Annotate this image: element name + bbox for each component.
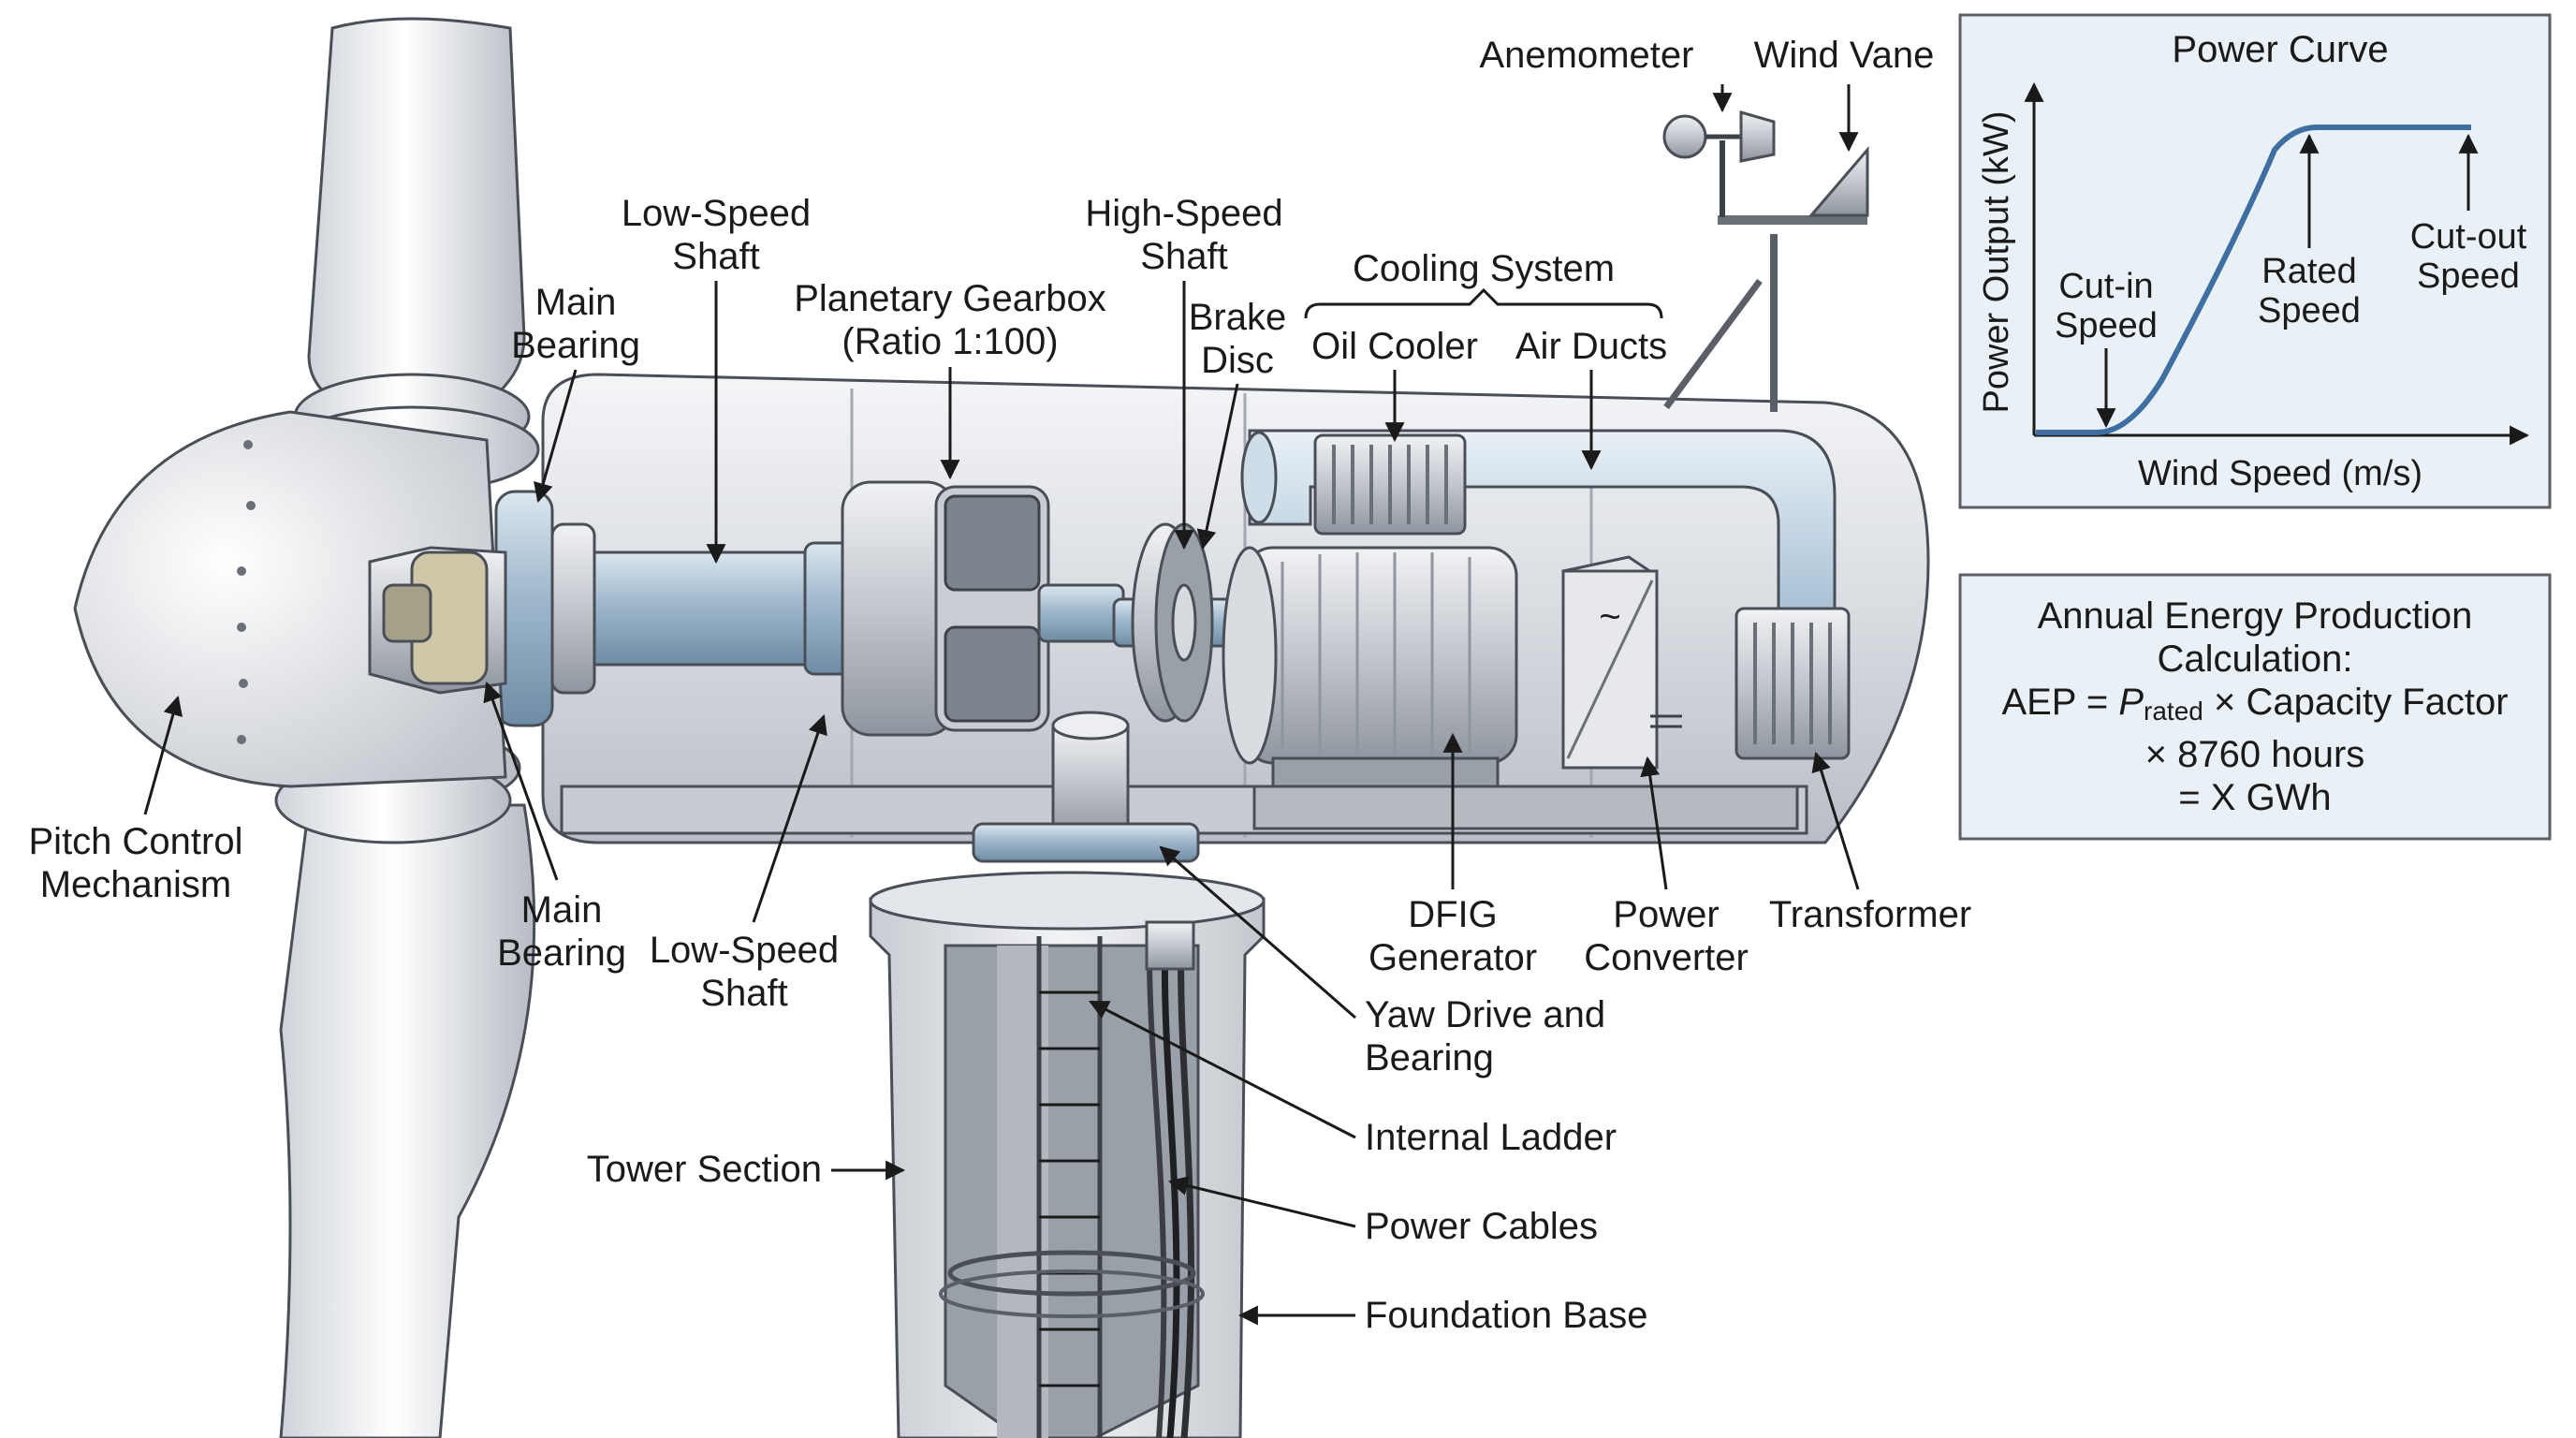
cut-out-label-2: Speed	[2417, 257, 2520, 296]
aep-line-1: Annual Energy Production	[2037, 595, 2473, 637]
cut-out-label-1: Cut-out	[2410, 217, 2527, 257]
aep-suffix: × Capacity Factor	[2203, 682, 2509, 723]
label-air-ducts: Air Ducts	[1515, 326, 1667, 367]
labels: Anemometer Wind Vane Low-Speed Shaft Hig…	[29, 35, 1972, 1336]
blade-bottom	[265, 724, 536, 1438]
label-cooling-system: Cooling System	[1353, 248, 1615, 289]
label-dfig-generator-1: DFIG	[1408, 894, 1498, 935]
label-oil-cooler: Oil Cooler	[1311, 326, 1478, 367]
label-transformer: Transformer	[1769, 894, 1971, 935]
label-foundation-base: Foundation Base	[1365, 1295, 1647, 1336]
ac-symbol-icon: ~	[1599, 596, 1620, 638]
label-main-bearing-top-1: Main	[535, 282, 617, 323]
label-main-bearing-top-2: Bearing	[511, 325, 640, 366]
anemometer-icon	[1662, 110, 1776, 217]
aep-line-5: = X GWh	[2178, 777, 2332, 818]
label-pitch-control-1: Pitch Control	[29, 821, 243, 862]
power-curve-line	[2036, 125, 2471, 435]
label-planetary-gearbox-1: Planetary Gearbox	[794, 278, 1106, 319]
label-tower-section: Tower Section	[587, 1149, 822, 1190]
label-brake-disc-1: Brake	[1189, 297, 1287, 338]
tower	[869, 871, 1266, 1438]
main-bearing	[494, 490, 596, 727]
rotor	[73, 17, 540, 1438]
rated-speed-label-2: Speed	[2258, 291, 2361, 330]
aep-panel	[1958, 573, 2552, 841]
transformer	[1734, 607, 1851, 760]
x-axis-label: Wind Speed (m/s)	[2138, 454, 2422, 493]
label-pitch-control-2: Mechanism	[40, 864, 232, 905]
label-high-speed-shaft-2: Shaft	[1140, 236, 1227, 277]
aep-prefix: AEP =	[2001, 682, 2119, 723]
brake-disc	[1131, 522, 1214, 723]
aep-p-sub: rated	[2144, 697, 2203, 726]
y-axis-label: Power Output (kW)	[1977, 110, 2016, 413]
rated-speed-label-1: Rated	[2261, 252, 2356, 291]
leader-lines	[143, 84, 1860, 1326]
label-internal-ladder: Internal Ladder	[1365, 1117, 1617, 1158]
label-main-bearing-bottom-1: Main	[521, 889, 603, 931]
cooling-system	[1240, 429, 1837, 610]
power-converter: ~	[1561, 555, 1682, 770]
aep-line-4: × 8760 hours	[2144, 734, 2365, 775]
label-anemometer: Anemometer	[1480, 35, 1694, 76]
aep-calculation: Annual Energy Production Calculation: AE…	[1960, 575, 2550, 839]
label-low-speed-shaft-top-2: Shaft	[672, 236, 759, 277]
cooling-system-brace	[1304, 287, 1663, 319]
label-dfig-generator-2: Generator	[1368, 937, 1537, 978]
label-power-converter-2: Converter	[1584, 937, 1749, 978]
label-high-speed-shaft-1: High-Speed	[1085, 193, 1282, 234]
label-power-converter-1: Power	[1613, 894, 1719, 935]
power-curve-panel: Power Curve Power Output (kW) Wind Speed…	[1958, 13, 2552, 509]
label-planetary-gearbox-2: (Ratio 1:100)	[842, 321, 1058, 362]
wind-vane-icon	[1808, 145, 1869, 217]
low-speed-shaft	[550, 541, 863, 676]
aep-p-symbol: P	[2118, 682, 2144, 723]
internal-ladder	[1036, 936, 1103, 1438]
label-yaw-drive-1: Yaw Drive and	[1365, 994, 1605, 1035]
label-main-bearing-bottom-2: Bearing	[497, 932, 626, 974]
yaw-drive-and-bearing	[972, 711, 1200, 863]
cut-in-label-1: Cut-in	[2058, 267, 2153, 306]
label-brake-disc-2: Disc	[1201, 340, 1274, 381]
power-curve-title: Power Curve	[2172, 29, 2388, 70]
aep-line-2: Calculation:	[2157, 638, 2353, 680]
met-mast	[1662, 110, 1869, 412]
label-low-speed-shaft-top-1: Low-Speed	[622, 193, 811, 234]
pitch-control-mechanism	[368, 546, 507, 695]
label-low-speed-shaft-bottom-2: Shaft	[700, 973, 787, 1014]
power-cables	[1146, 935, 1194, 1438]
cut-in-label-2: Speed	[2055, 306, 2158, 345]
aep-formula: AEP = Prated × Capacity Factor	[2001, 681, 2508, 733]
dfig-generator	[1222, 546, 1518, 788]
label-wind-vane: Wind Vane	[1754, 35, 1935, 76]
planetary-gearbox	[841, 480, 1125, 737]
label-low-speed-shaft-bottom-1: Low-Speed	[650, 930, 839, 971]
drivetrain: ~	[494, 480, 1851, 788]
label-power-cables: Power Cables	[1365, 1206, 1598, 1247]
label-yaw-drive-2: Bearing	[1365, 1037, 1494, 1078]
oil-cooler	[1313, 433, 1467, 536]
